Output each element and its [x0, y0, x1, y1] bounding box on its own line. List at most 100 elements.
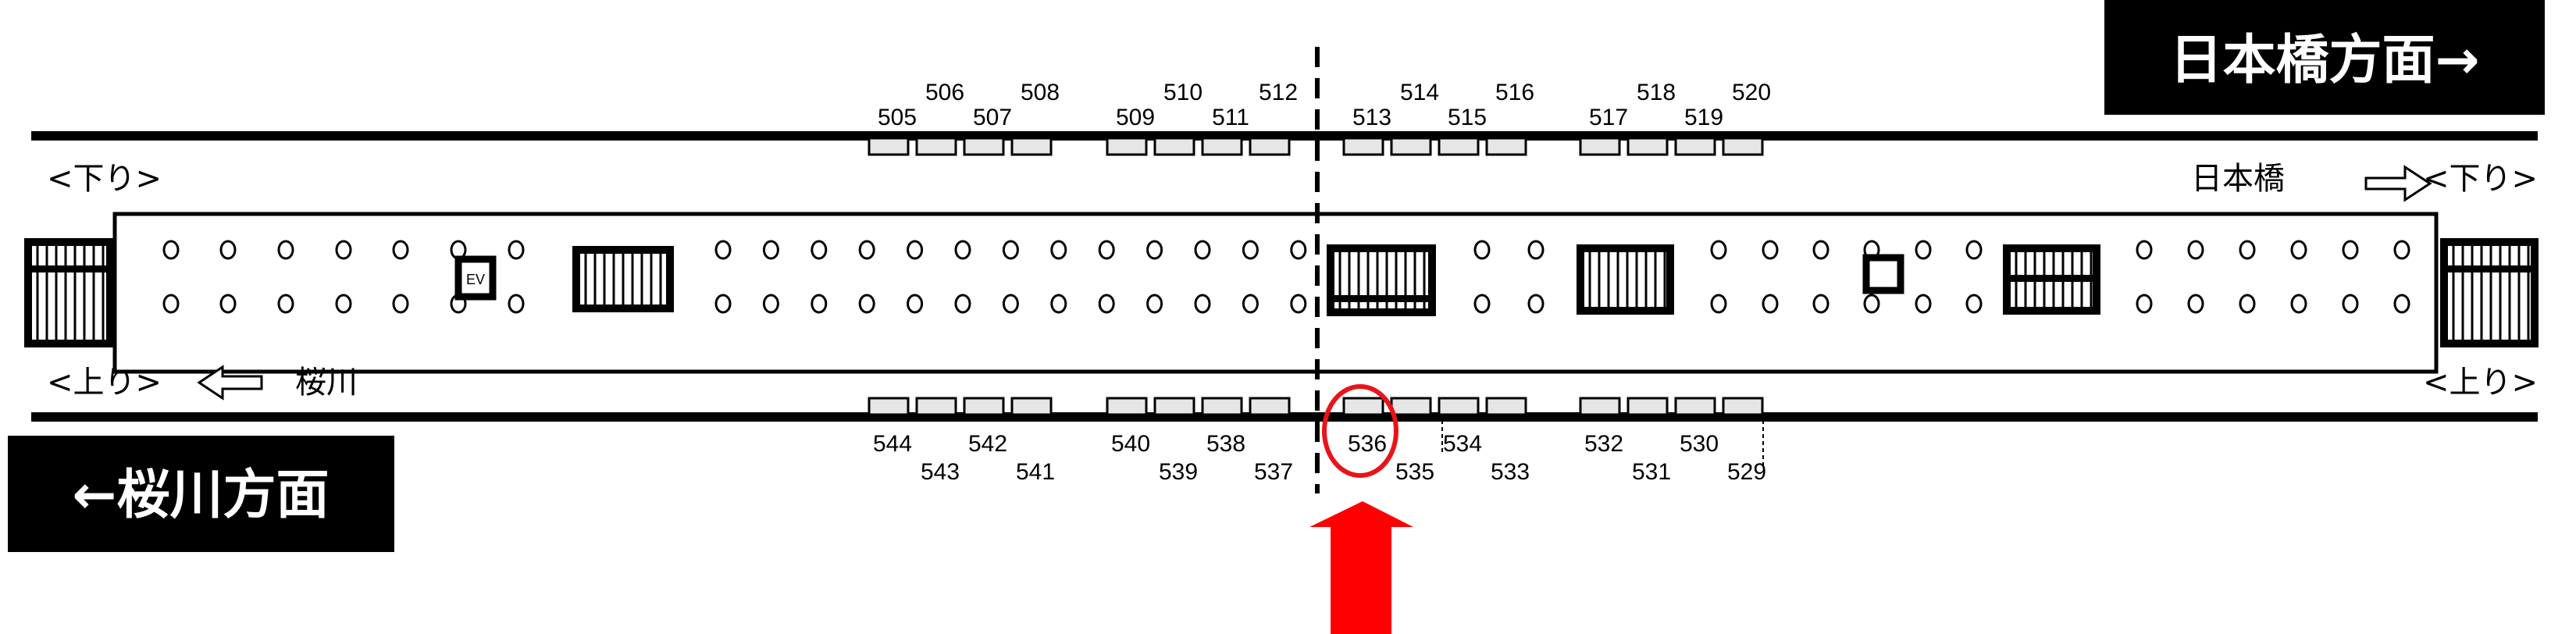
door-number: 541	[1016, 459, 1055, 485]
direction-nihombashi-label: 日本橋方面→	[2170, 30, 2480, 91]
pillar	[1194, 240, 1211, 260]
door-number: 536	[1348, 431, 1387, 457]
pillar	[1762, 294, 1779, 314]
pillar	[954, 240, 971, 260]
pillar	[907, 240, 924, 260]
right-arrow-icon	[2364, 165, 2432, 202]
pillar	[508, 294, 525, 314]
platform-door	[1010, 397, 1053, 416]
door-number: 534	[1443, 431, 1482, 457]
door-number: 540	[1111, 431, 1150, 457]
pillar	[2290, 294, 2307, 314]
pillar	[2239, 240, 2256, 260]
pillar	[1146, 240, 1163, 260]
pillar	[2290, 240, 2307, 260]
pillar	[1762, 240, 1779, 260]
platform-door	[1010, 137, 1053, 156]
platform-door	[1201, 397, 1243, 416]
pillar	[1915, 294, 1932, 314]
door-number: 513	[1352, 105, 1391, 130]
elevator-label: EV	[466, 272, 485, 287]
top-platform-doors: 5055065075085095105115125135145155165175…	[868, 80, 1771, 156]
door-number: 537	[1254, 459, 1293, 485]
pillar	[2187, 240, 2204, 260]
staircase	[572, 246, 674, 312]
sakuragawa-label: 桜川	[295, 365, 358, 401]
door-number: 508	[1021, 80, 1060, 105]
pillar	[1050, 294, 1067, 314]
platform-door	[1106, 137, 1148, 156]
door-number: 510	[1163, 80, 1202, 105]
staircase	[24, 238, 114, 347]
platform-door	[1342, 137, 1384, 156]
pillar	[714, 294, 732, 314]
door-number: 543	[921, 459, 960, 485]
door-number: 515	[1448, 105, 1487, 130]
door-number: 506	[925, 80, 964, 105]
platform-door	[963, 137, 1005, 156]
platform-door	[1579, 397, 1621, 416]
pillar	[1002, 240, 1019, 260]
pillar	[1290, 294, 1307, 314]
up-label-right: <上り>	[2423, 365, 2538, 401]
pillar	[1527, 294, 1545, 314]
pillar	[1194, 294, 1211, 314]
pillar	[2342, 294, 2359, 314]
pillar	[1812, 294, 1830, 314]
pillar	[392, 240, 409, 260]
pillar	[2239, 294, 2256, 314]
elevator: EV	[454, 255, 497, 301]
platform-door	[963, 397, 1005, 416]
door-number: 539	[1159, 459, 1198, 485]
direction-sakuragawa-box: ←桜川方面	[8, 436, 394, 552]
door-number: 530	[1680, 431, 1719, 457]
pillar	[1098, 294, 1115, 314]
pillar	[811, 240, 828, 260]
pillar	[714, 240, 732, 260]
platform-door	[1626, 397, 1669, 416]
platform-door	[1390, 397, 1432, 416]
pillar	[162, 240, 180, 260]
pillar	[1050, 240, 1067, 260]
pillar	[277, 294, 294, 314]
platform-door	[1485, 137, 1527, 156]
pillar	[335, 294, 352, 314]
pillar	[1290, 240, 1307, 260]
door-number: 520	[1732, 80, 1771, 105]
platform-door	[1438, 137, 1480, 156]
platform-door	[868, 397, 910, 416]
platform-door	[915, 397, 957, 416]
pillar	[277, 240, 294, 260]
platform-door	[915, 137, 957, 156]
staircase	[1577, 244, 1674, 315]
door-number: 533	[1491, 459, 1530, 485]
door-number: 538	[1206, 431, 1245, 457]
pillar	[1710, 294, 1727, 314]
door-number: 514	[1400, 80, 1439, 105]
pillar	[2136, 240, 2153, 260]
door-number: 516	[1495, 80, 1534, 105]
platform-door	[1722, 397, 1764, 416]
pillar	[1473, 240, 1491, 260]
pillar	[1965, 240, 1983, 260]
platform-outline	[112, 212, 2439, 374]
platform-door	[1626, 137, 1669, 156]
pillar	[2393, 240, 2410, 260]
pillar	[2342, 240, 2359, 260]
platform-door	[1153, 137, 1195, 156]
pillar	[1242, 240, 1259, 260]
pillar	[1098, 240, 1115, 260]
door-number: 535	[1395, 459, 1434, 485]
door-number: 544	[873, 431, 912, 457]
pillar	[1915, 240, 1932, 260]
pillar	[1863, 294, 1880, 314]
pillar	[858, 294, 875, 314]
pillar	[219, 240, 237, 260]
platform-door	[1579, 137, 1621, 156]
pillar	[1710, 240, 1727, 260]
pillar	[2187, 294, 2204, 314]
pillar	[219, 294, 237, 314]
door-number: 529	[1727, 459, 1766, 485]
pillar	[1812, 240, 1830, 260]
